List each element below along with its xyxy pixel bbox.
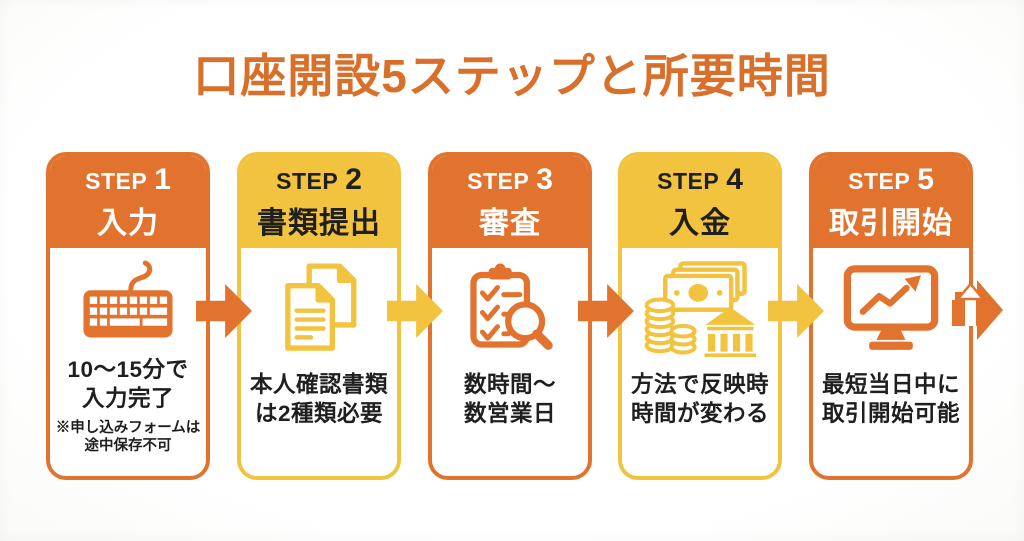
page-title: 口座開設5ステップと所要時間 [193,50,831,102]
step-4-body: 方法で反映時 時間が変わる [622,248,778,476]
step-5-header: STEP 5 取引開始 [813,156,969,248]
step-3-title: 審査 [479,206,541,240]
step-number: 5 [917,162,934,196]
step-2-header: STEP 2 書類提出 [241,156,397,248]
keyboard-icon [78,258,178,348]
step-5-body: 最短当日中に 取引開始可能 [813,248,969,476]
step-card-1: STEP 1 入力 10〜15分で 入力完了 [46,152,210,480]
step-5-description: 最短当日中に 取引開始可能 [821,372,960,426]
step-number: 3 [536,162,553,196]
step-3-description: 数時間〜 数営業日 [463,372,556,426]
coins-bank-icon [641,258,759,358]
step-word: STEP [848,167,911,194]
step-card-3: STEP 3 審査 [428,152,592,480]
step-1-header: STEP 1 入力 [50,156,206,248]
step-word: STEP [85,167,148,194]
step-5-label: STEP 5 [848,163,934,197]
step-4-label: STEP 4 [657,163,743,197]
step-1-body: 10〜15分で 入力完了 ※申し込みフォームは 途中保存不可 [50,248,206,476]
step-word: STEP [467,167,530,194]
step-4-header: STEP 4 入金 [622,156,778,248]
step-word: STEP [657,167,720,194]
step-word: STEP [276,167,339,194]
step-3-label: STEP 3 [467,163,553,197]
step-card-2: STEP 2 書類提出 [237,152,401,480]
step-number: 2 [345,162,362,196]
step-2-label: STEP 2 [276,163,362,197]
step-3-body: 数時間〜 数営業日 [432,248,588,476]
step-number: 4 [726,162,743,196]
level-up-right-arrow-icon [945,278,1024,355]
step-number: 1 [154,162,171,196]
clipboard-magnifier-icon [461,258,559,358]
documents-icon [270,258,368,358]
step-4-title: 入金 [669,206,731,240]
step-4-description: 方法で反映時 時間が変わる [630,372,769,426]
step-1-description: 10〜15分で 入力完了 [67,357,189,411]
step-1-title: 入力 [97,206,159,240]
step-5-title: 取引開始 [829,206,953,240]
step-card-4: STEP 4 入金 [618,152,782,480]
step-3-header: STEP 3 審査 [432,156,588,248]
step-1-label: STEP 1 [85,163,171,197]
step-2-description: 本人確認書類 は2種類必要 [249,372,388,426]
step-1-note: ※申し込みフォームは 途中保存不可 [55,419,201,455]
monitor-chart-icon [841,258,941,358]
step-2-body: 本人確認書類 は2種類必要 [241,248,397,476]
step-2-title: 書類提出 [257,206,381,240]
